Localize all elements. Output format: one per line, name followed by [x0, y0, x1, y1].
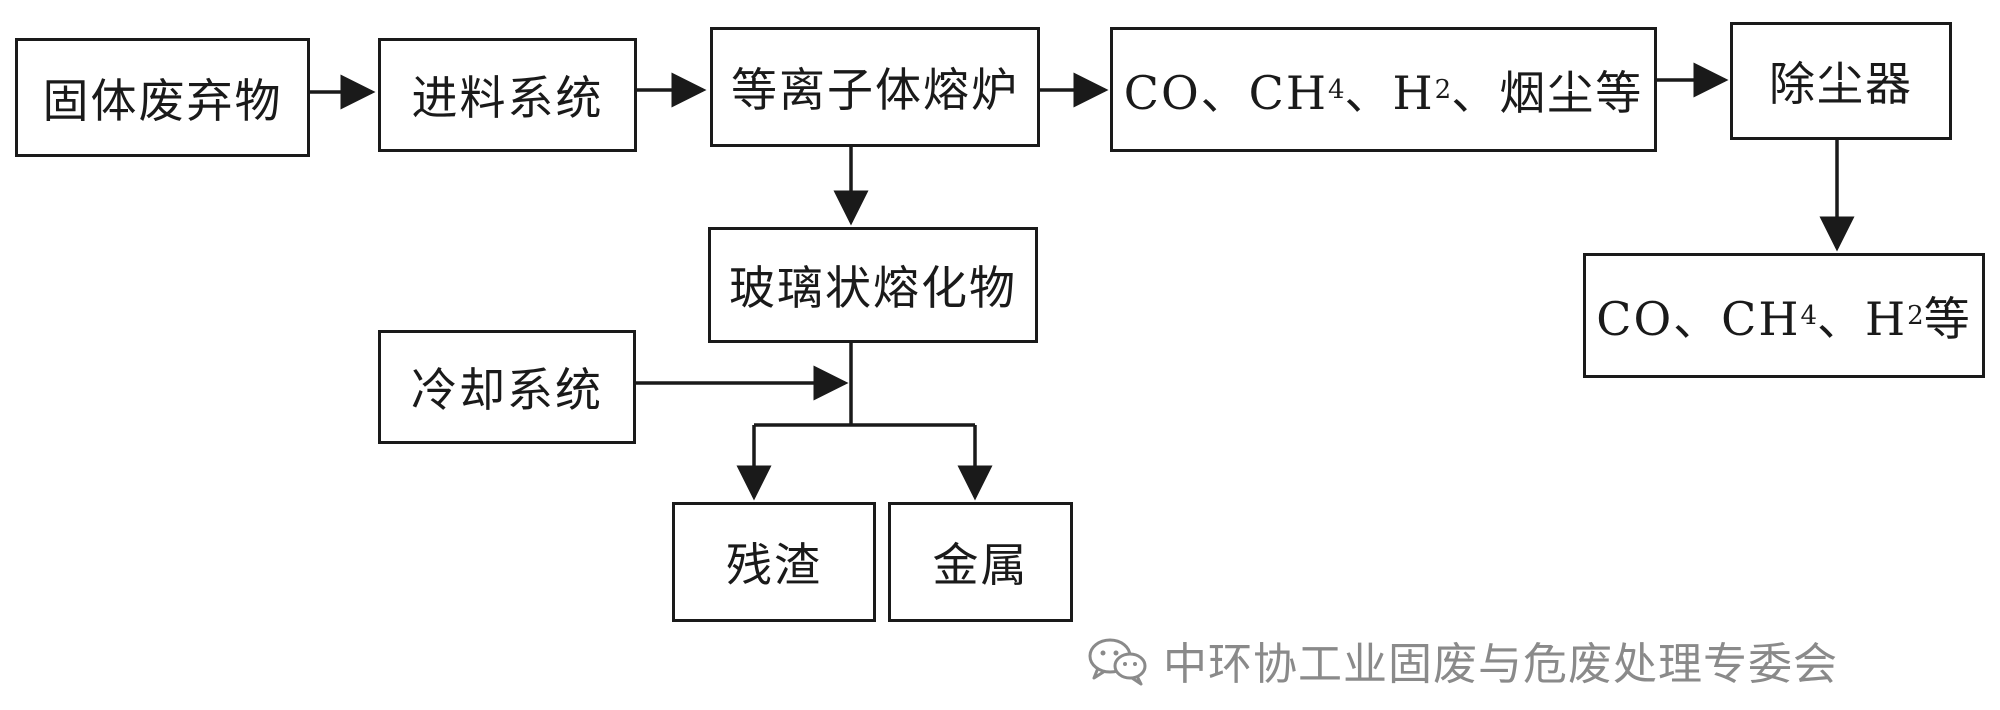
watermark-text: 中环协工业固废与危废处理专委会 — [1163, 639, 1838, 690]
node-glassy-melt: 玻璃状熔化物 — [708, 227, 1038, 343]
node-metal: 金属 — [888, 502, 1073, 622]
node-feed-system: 进料系统 — [378, 38, 637, 152]
node-solid-waste: 固体废弃物 — [15, 38, 310, 157]
wechat-icon — [1088, 638, 1147, 686]
node-dust-collector: 除尘器 — [1730, 22, 1952, 140]
watermark: 中环协工业固废与危废处理专委会 — [1085, 625, 1985, 695]
node-cooling-system: 冷却系统 — [378, 330, 636, 444]
node-residue: 残渣 — [672, 502, 876, 622]
node-plasma-furnace: 等离子体熔炉 — [710, 27, 1040, 147]
